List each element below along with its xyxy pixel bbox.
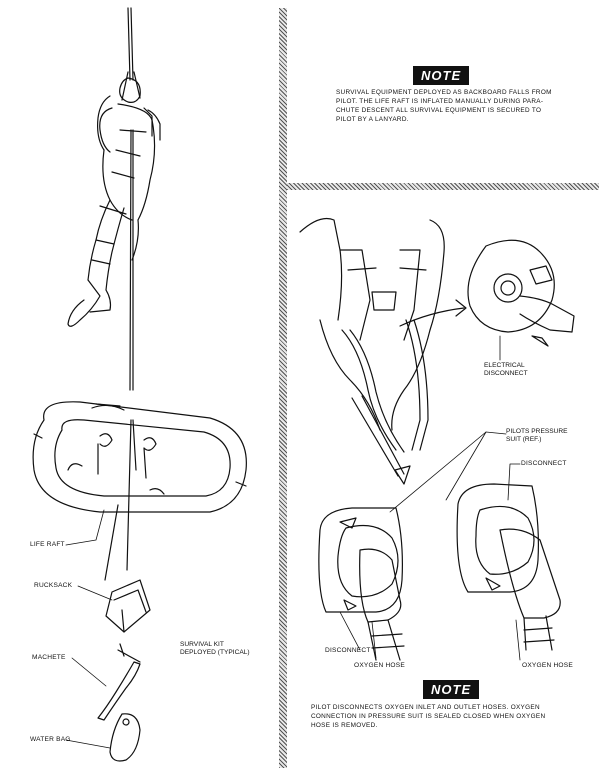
right-disconnect-label: DISCONNECT	[521, 460, 567, 467]
harness-torso-drawing	[299, 217, 445, 485]
top-note-text: Survival equipment deployed as backboard…	[336, 88, 594, 124]
pressure-suit-label-line-1: PILOTS PRESSURE	[506, 428, 568, 435]
left-disconnect-label: DISCONNECT	[325, 647, 371, 654]
survival-kit-label-line-2: DEPLOYED (TYPICAL)	[180, 649, 250, 656]
bottom-note-badge: NOTE	[423, 680, 480, 699]
rucksack-label: RUCKSACK	[34, 582, 73, 589]
top-note-line-1: Survival equipment deployed as backboard…	[336, 89, 552, 96]
electrical-disconnect-drawing	[399, 239, 575, 361]
top-note-line-3: chute descent all survival equipment is …	[336, 107, 542, 114]
electrical-disconnect-label-line-2: DISCONNECT	[484, 370, 528, 377]
bottom-note-text: Pilot disconnects oxygen inlet and outle…	[311, 703, 596, 730]
left-leader-lines	[65, 509, 113, 749]
electrical-disconnect-label-line-1: ELECTRICAL	[484, 362, 525, 369]
pressure-suit-label: PILOTS PRESSURE SUIT (REF.)	[506, 428, 568, 444]
life-raft-drawing	[32, 401, 247, 513]
top-note-line-2: pilot. The life raft is inflated manuall…	[336, 98, 544, 105]
bottom-note-line-3: hose is removed.	[311, 722, 378, 729]
life-raft-label: LIFE RAFT	[30, 541, 65, 548]
top-note-line-4: pilot by a lanyard.	[336, 116, 409, 123]
rucksack-drawing	[105, 579, 151, 633]
water-bag-drawing	[109, 713, 141, 762]
pressure-suit-label-line-2: SUIT (REF.)	[506, 436, 542, 443]
pilot-figure	[67, 71, 161, 327]
right-leader-lines	[339, 431, 521, 661]
electrical-disconnect-label: ELECTRICAL DISCONNECT	[484, 362, 528, 378]
top-note-badge: NOTE	[413, 66, 470, 85]
machete-drawing	[97, 643, 141, 721]
right-oxygen-hose-label: OXYGEN HOSE	[522, 662, 573, 669]
bottom-note-line-2: connection in pressure suit is sealed cl…	[311, 713, 546, 720]
water-bag-label: WATER BAG	[30, 736, 71, 743]
right-oxygen-disconnect-drawing	[456, 483, 561, 651]
left-oxygen-hose-label: OXYGEN HOSE	[354, 662, 405, 669]
vertical-divider	[279, 8, 287, 768]
survival-kit-label-line-1: SURVIVAL KIT	[180, 641, 224, 648]
lanyard-lines	[104, 7, 137, 581]
machete-label: MACHETE	[32, 654, 66, 661]
left-oxygen-disconnect-drawing	[318, 507, 405, 661]
bottom-note-line-1: Pilot disconnects oxygen inlet and outle…	[311, 704, 540, 711]
horizontal-divider	[287, 183, 599, 190]
survival-kit-label: SURVIVAL KIT DEPLOYED (TYPICAL)	[180, 641, 250, 657]
